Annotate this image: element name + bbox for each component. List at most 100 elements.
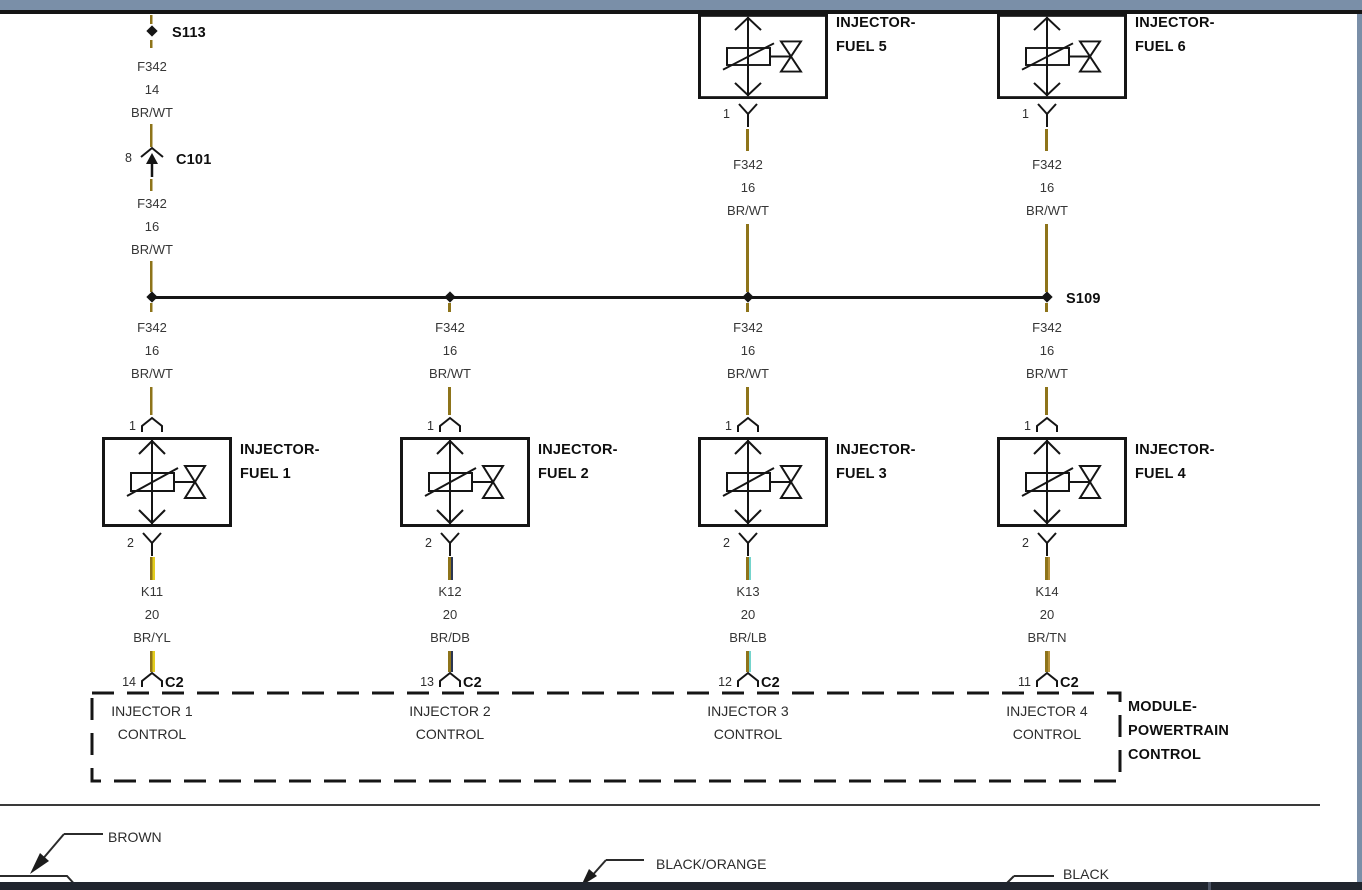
callout-arrow-icon	[581, 859, 644, 886]
wire-label-stack: F342 14 BR/WT	[131, 55, 173, 124]
module-dashed-box	[90, 691, 1122, 783]
module-terminal-label: INJECTOR 4 CONTROL	[1006, 703, 1088, 742]
wire-label-stack: K14 20 BR/TN	[1027, 584, 1067, 645]
wire-segment	[150, 387, 155, 415]
pin-number: 2	[1022, 536, 1029, 550]
wire-segment	[1045, 129, 1050, 151]
window-right-edge	[1357, 14, 1362, 882]
connector-y-icon	[738, 532, 758, 557]
inline-connector-icon	[139, 146, 165, 178]
connector-y-icon	[1037, 103, 1057, 128]
wire-circuit: F342	[137, 59, 167, 74]
wire-circuit: F342	[137, 196, 167, 211]
window-bottom-bar	[0, 882, 1362, 890]
component-name: INJECTOR- FUEL 4	[1135, 442, 1215, 482]
wire-segment	[1045, 557, 1050, 580]
legend-label: BLACK	[1063, 866, 1109, 882]
connector-chevron-icon	[439, 672, 461, 688]
module-terminal-label: INJECTOR 1 CONTROL	[111, 703, 193, 742]
injector-symbol	[997, 14, 1127, 99]
component-name: INJECTOR- FUEL 1	[240, 442, 320, 482]
pin-number: 1	[725, 419, 732, 433]
injector-symbol	[698, 437, 828, 527]
splice-diamond	[742, 291, 754, 303]
wire-segment	[746, 557, 751, 580]
wire-segment	[448, 303, 453, 312]
wire-color: BR/WT	[131, 105, 173, 120]
wire-segment	[150, 261, 155, 292]
wire-gauge: 14	[144, 82, 160, 97]
connector-pin: 12	[718, 675, 732, 689]
wire-segment	[1045, 303, 1050, 312]
connector-y-icon	[142, 532, 162, 557]
wire-label-stack: F342 16 BR/WT	[727, 320, 769, 381]
splice-diamond	[146, 291, 158, 303]
connector-chevron-icon	[1036, 417, 1058, 433]
legend-label: BROWN	[108, 829, 162, 845]
page-top-border	[0, 10, 1362, 14]
wire-segment	[150, 124, 155, 147]
connector-pin: 8	[125, 151, 132, 165]
connector-pin: 11	[1018, 675, 1031, 689]
connector-chevron-icon	[737, 672, 759, 688]
connector-chevron-icon	[141, 672, 163, 688]
bus-wire	[152, 296, 1047, 299]
wire-label-stack: F342 16 BR/WT	[1026, 320, 1068, 381]
module-name: MODULE- POWERTRAIN CONTROL	[1128, 699, 1230, 763]
wire-label-stack: K13 20 BR/LB	[729, 584, 767, 645]
wire-segment	[150, 557, 155, 580]
wire-segment	[448, 651, 453, 672]
wire-label-stack: F342 16 BR/WT	[131, 192, 173, 261]
splice-label: S113	[172, 25, 206, 41]
wire-segment	[150, 15, 155, 24]
wire-label-stack: K11 20 BR/YL	[133, 584, 171, 645]
splice-diamond	[146, 25, 158, 37]
wire-label-stack: K12 20 BR/DB	[430, 584, 470, 645]
wire-segment	[1045, 651, 1050, 672]
component-name: INJECTOR- FUEL 3	[836, 442, 916, 482]
component-name: INJECTOR- FUEL 6	[1135, 15, 1215, 55]
connector-y-icon	[1037, 532, 1057, 557]
connector-y-icon	[738, 103, 758, 128]
connector-pin: 13	[420, 675, 434, 689]
pin-number: 1	[129, 419, 136, 433]
splice-label: S109	[1066, 291, 1101, 307]
connector-label: C2	[1060, 675, 1079, 691]
wire-label-stack: F342 16 BR/WT	[1026, 157, 1068, 218]
wire-label-stack: F342 16 BR/WT	[131, 320, 173, 381]
wire-segment	[746, 224, 751, 292]
wire-segment	[1045, 224, 1050, 292]
pin-number: 2	[127, 536, 134, 550]
connector-label: C2	[761, 675, 780, 691]
injector-symbol	[102, 437, 232, 527]
connector-label: C101	[176, 152, 212, 168]
wire-segment	[746, 303, 751, 312]
wire-segment	[1045, 387, 1050, 415]
module-terminal-label: INJECTOR 2 CONTROL	[409, 703, 491, 742]
pin-number: 1	[1022, 107, 1029, 121]
wire-segment	[448, 557, 453, 580]
splice-diamond	[444, 291, 456, 303]
connector-chevron-icon	[737, 417, 759, 433]
wire-segment	[150, 651, 155, 672]
legend-label: BLACK/ORANGE	[656, 856, 767, 872]
pin-number: 1	[723, 107, 730, 121]
pin-number: 1	[1024, 419, 1031, 433]
wire-color: BR/WT	[131, 242, 173, 257]
wire-segment	[150, 303, 155, 312]
wire-segment	[150, 40, 155, 48]
connector-chevron-icon	[1036, 672, 1058, 688]
wire-segment	[746, 651, 751, 672]
component-name: INJECTOR- FUEL 5	[836, 15, 916, 55]
component-name: INJECTOR- FUEL 2	[538, 442, 618, 482]
connector-label: C2	[463, 675, 482, 691]
injector-symbol	[400, 437, 530, 527]
wire-segment	[448, 387, 453, 415]
wire-segment	[746, 387, 751, 415]
pin-number: 1	[427, 419, 434, 433]
connector-pin: 14	[122, 675, 136, 689]
injector-symbol	[997, 437, 1127, 527]
connector-chevron-icon	[141, 417, 163, 433]
module-terminal-label: INJECTOR 3 CONTROL	[707, 703, 789, 742]
